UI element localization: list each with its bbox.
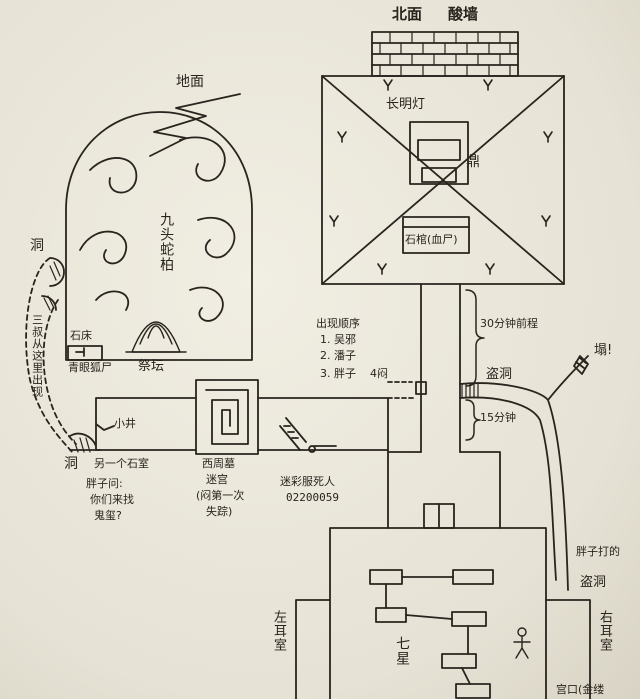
fatty-question-2: 你们来找 [90,493,134,506]
appearance-order-3: 3. 胖子 [320,367,356,380]
tree-label: 九头蛇柏 [158,212,175,272]
left-cave-label: 洞 [30,238,44,254]
stick-figure [513,627,531,659]
lamp-glyphs [329,79,553,275]
tree-chamber [65,111,253,361]
zhou-tomb-3: (闷第一次 [196,489,245,502]
west-corridor [69,379,417,455]
left-caves [25,257,77,453]
timing-brackets [465,289,485,441]
altar-label: 祭坛 [138,359,165,374]
zhou-tomb-1: 西周墓 [202,457,235,470]
blue-eye-zombie-label: 青眼狐尸 [68,361,112,374]
fatty-question-3: 鬼玺? [94,509,122,522]
fifteen-minutes-label: 15分钟 [480,411,516,424]
lost-corpse-label: 迷彩服死人 [280,475,335,488]
ding-label: 鼎 [466,154,480,170]
another-chamber-label: 另一个石室 [94,457,149,470]
main-chamber [321,75,565,285]
right-ear-room-label: 右耳室 [596,610,612,652]
stone-bed-box [67,345,103,361]
changming-lamp-label: 长明灯 [386,97,426,112]
north-heading: 北面 [392,5,423,23]
seven-stars-label: 七星 [394,636,411,666]
appearance-order-title: 出现顺序 [316,317,360,330]
left-cave-lower-label: 洞 [64,456,78,472]
robbers-cave-right-label: 盗洞 [486,367,513,382]
bottom-note-label: 宫口(金缕 [556,683,605,696]
four-men-label: 4闷 [370,367,388,380]
altar-glyph [125,321,187,353]
ground-lightning [149,93,241,157]
thirty-minutes-label: 30分钟前程 [480,317,538,330]
robbers-cave-lower-label: 盗洞 [580,575,607,590]
appearance-order-2: 2. 潘子 [320,349,356,362]
third-uncle-label: 三叔从这里出现 [30,314,44,398]
north-wall-label: 酸墙 [448,5,479,23]
north-brick-wall [371,31,519,77]
left-ear-room-label: 左耳室 [270,610,286,652]
stone-coffin-label: 石棺(血尸) [405,233,458,246]
appearance-order-1: 1. 吴邪 [320,333,356,346]
lower-chamber [295,527,591,699]
small-well-label: 小井 [114,417,136,430]
fatty-question-1: 胖子问: [86,477,123,490]
fatty-dug-label: 胖子打的 [576,545,620,558]
main-corridor [387,283,501,529]
zhou-tomb-4: 失踪) [206,505,233,518]
stone-bed-label: 石床 [70,329,92,342]
lost-code-label: 02200059 [286,491,339,504]
ground-label: 地面 [176,74,204,90]
collapse-label: 塌! [594,343,613,358]
robbers-tunnel-right [459,355,589,591]
zhou-tomb-2: 迷宫 [206,473,228,486]
